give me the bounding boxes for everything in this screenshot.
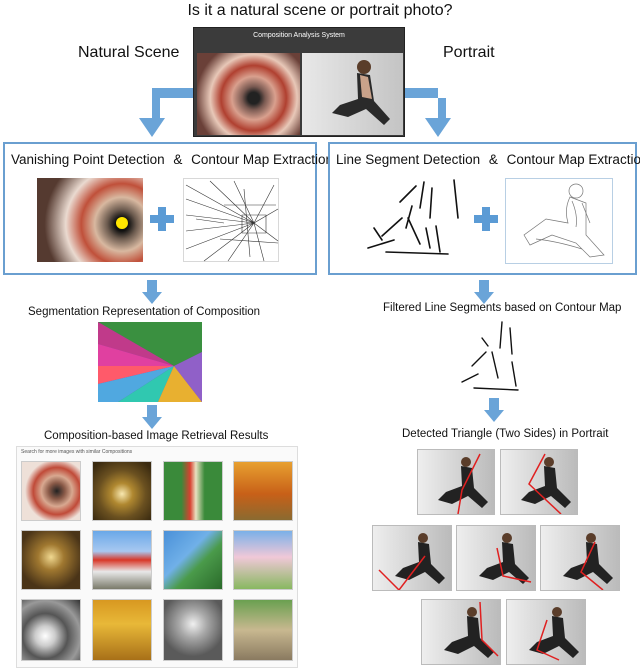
question-title: Is it a natural scene or portrait photo?: [187, 2, 453, 19]
right-detection-panel: Line Segment Detection & Contour Map Ext…: [328, 142, 640, 275]
arrow-down-1: [142, 280, 162, 304]
result-thumb-10[interactable]: [92, 599, 152, 661]
result-thumb-12[interactable]: [233, 599, 293, 661]
contour-map-label-right: Contour Map Extraction: [506, 152, 640, 167]
portrait-triangle-icon: [438, 453, 488, 514]
triangle-result-4: [456, 525, 536, 591]
portrait-triangle-icon: [521, 453, 571, 514]
vanishing-point-photo: [37, 178, 143, 262]
result-thumb-6[interactable]: [92, 530, 152, 590]
result-thumb-7[interactable]: [163, 530, 223, 590]
portrait-photo: [302, 53, 403, 135]
composition-analysis-window: Composition Analysis System: [193, 27, 405, 137]
retrieval-title: Composition-based Image Retrieval Result…: [44, 430, 269, 442]
segmentation-map: [98, 322, 202, 402]
triangle-result-1: [417, 449, 495, 515]
natural-scene-label: Natural Scene: [78, 44, 180, 61]
result-thumb-4[interactable]: [233, 461, 293, 521]
segmentation-regions-icon: [98, 322, 202, 402]
portrait-triangle-icon: [563, 533, 613, 590]
contour-map-sketch: [183, 178, 279, 262]
portrait-triangle-icon: [378, 533, 445, 590]
result-thumb-3[interactable]: [163, 461, 223, 521]
woman-figure-icon: [332, 60, 390, 125]
portrait-triangle-icon: [479, 533, 532, 584]
left-detection-panel: Vanishing Point Detection & Contour Map …: [3, 142, 333, 275]
result-thumb-5[interactable]: [21, 530, 81, 590]
filtered-lines-sketch: [452, 318, 528, 396]
filtered-lines-title: Filtered Line Segments based on Contour …: [383, 302, 622, 314]
result-thumb-8[interactable]: [233, 530, 293, 590]
portrait-contour-sketch: [505, 178, 613, 264]
portrait-triangle-icon: [444, 601, 499, 658]
segmentation-title: Segmentation Representation of Compositi…: [28, 306, 261, 318]
arrow-down-2: [474, 280, 494, 304]
top-arrows: [139, 88, 451, 137]
triangle-result-7: [506, 599, 586, 665]
triangle-result-3: [372, 525, 452, 591]
line-segments-icon: [367, 179, 459, 255]
amp-label: &: [173, 152, 183, 167]
line-segments-sketch: [360, 178, 464, 262]
vanishing-point-marker: [116, 217, 128, 229]
contour-map-label: Contour Map Extraction: [191, 152, 333, 167]
right-step1-title: Line Segment Detection & Contour Map Ext…: [336, 152, 640, 167]
contour-lines-icon: [185, 180, 279, 262]
result-thumb-11[interactable]: [163, 599, 223, 661]
arrow-down-4: [484, 398, 504, 422]
line-segment-label: Line Segment Detection: [336, 152, 481, 167]
plus-icon: [150, 207, 174, 231]
window-title: Composition Analysis System: [253, 32, 345, 39]
triangle-result-5: [540, 525, 620, 591]
plus-icon-right: [474, 207, 498, 231]
portrait-contour-icon: [523, 183, 605, 258]
triangle-result-6: [421, 599, 501, 665]
result-thumb-9[interactable]: [21, 599, 81, 661]
result-thumb-1[interactable]: [21, 461, 81, 521]
vanishing-point-label: Vanishing Point Detection: [11, 152, 165, 167]
left-step1-title: Vanishing Point Detection & Contour Map …: [11, 152, 333, 167]
retrieval-results-panel: Search for more images with similar Comp…: [16, 446, 298, 668]
amp-label-right: &: [488, 152, 498, 167]
triangle-result-2: [500, 449, 578, 515]
portrait-label: Portrait: [443, 44, 495, 61]
filtered-lines-icon: [461, 321, 519, 391]
arrow-down-3: [142, 405, 162, 429]
tunnel-photo: [197, 53, 300, 135]
portrait-triangle-icon: [529, 607, 579, 661]
result-thumb-2[interactable]: [92, 461, 152, 521]
retrieval-header: Search for more images with similar Comp…: [21, 449, 133, 455]
triangle-title: Detected Triangle (Two Sides) in Portrai…: [402, 428, 609, 440]
